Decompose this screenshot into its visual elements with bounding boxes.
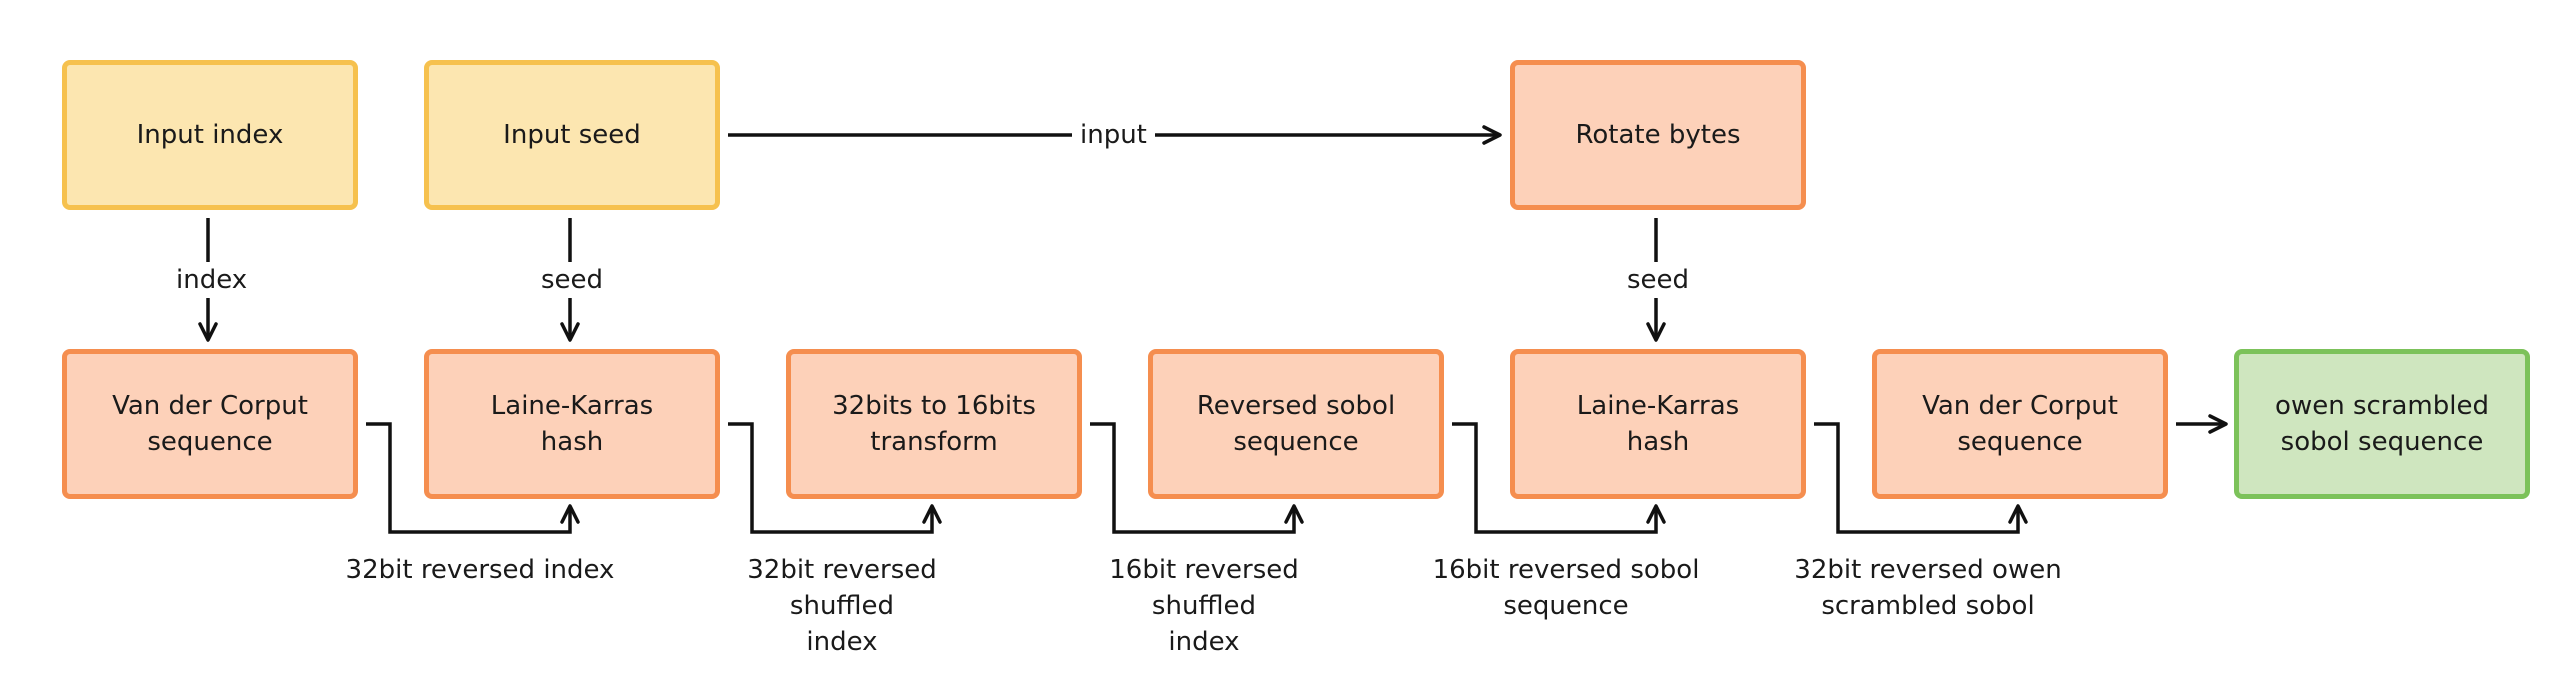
input-seed-node: Input seed	[424, 60, 720, 210]
rotate-bytes-node: Rotate bytes	[1510, 60, 1806, 210]
laine-karras-hash-label-2: Laine-Karras hash	[1576, 391, 1740, 457]
edge-3-label: 16bit reversed shuffled index	[1109, 555, 1299, 657]
output-node: owen scrambled sobol sequence	[2234, 349, 2530, 499]
edge-2-label: 32bit reversed shuffled index	[747, 555, 937, 657]
output-label: owen scrambled sobol sequence	[2275, 391, 2489, 457]
laine-karras-hash-node-2: Laine-Karras hash	[1510, 349, 1806, 499]
edge-3-line	[1090, 422, 1304, 534]
edge-5-line	[1814, 422, 2028, 534]
edge-5-label: 32bit reversed owen scrambled sobol	[1794, 555, 2062, 621]
input-seed-label: Input seed	[503, 120, 641, 150]
laine-karras-hash-node-1: Laine-Karras hash	[424, 349, 720, 499]
laine-karras-hash-label-1: Laine-Karras hash	[490, 391, 654, 457]
edge-2-line	[728, 422, 942, 534]
van-der-corput-node-2: Van der Corput sequence	[1872, 349, 2168, 499]
reversed-sobol-label: Reversed sobol sequence	[1196, 391, 1396, 457]
van-der-corput-node-1: Van der Corput sequence	[62, 349, 358, 499]
input-index-node: Input index	[62, 60, 358, 210]
edge-index-label: index	[168, 262, 256, 298]
van-der-corput-label-2: Van der Corput sequence	[1922, 391, 2118, 457]
bits-transform-label: 32bits to 16bits transform	[832, 391, 1036, 457]
bits-transform-node: 32bits to 16bits transform	[786, 349, 1082, 499]
edge-4-line	[1452, 422, 1666, 534]
reversed-sobol-node: Reversed sobol sequence	[1148, 349, 1444, 499]
van-der-corput-label-1: Van der Corput sequence	[112, 391, 308, 457]
rotate-bytes-label: Rotate bytes	[1575, 120, 1741, 150]
edge-1-label: 32bit reversed index	[345, 555, 615, 585]
edge-4-label: 16bit reversed sobol sequence	[1432, 555, 1700, 621]
edge-seed-2-label: seed	[1619, 262, 1698, 298]
edge-1-line	[366, 422, 580, 534]
input-index-label: Input index	[136, 120, 284, 150]
edge-input-label: input	[1072, 117, 1155, 153]
edge-seed-1-label: seed	[533, 262, 612, 298]
